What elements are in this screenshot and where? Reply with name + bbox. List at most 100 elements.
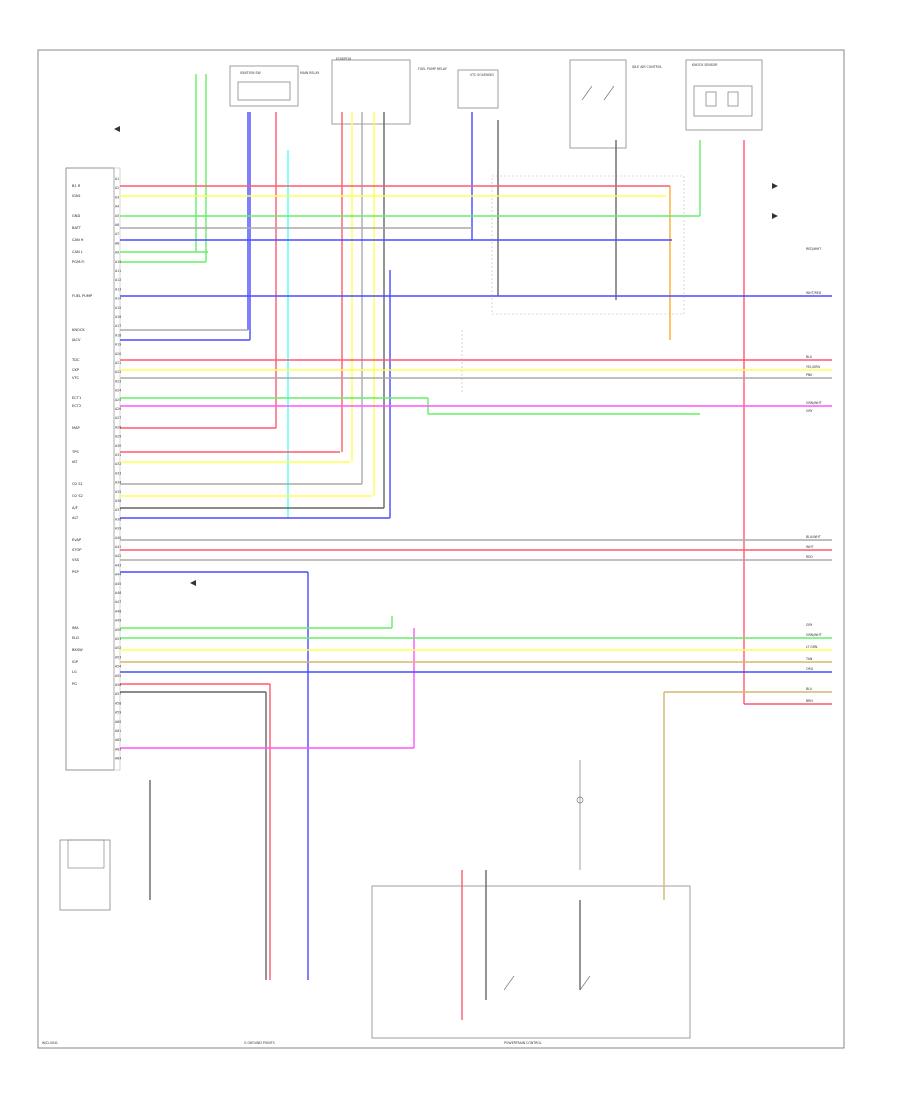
switch-1 <box>581 85 593 101</box>
pin-26: A27 <box>115 416 121 420</box>
right-label-5: GRY <box>806 409 812 413</box>
pin-55: A56 <box>115 683 121 687</box>
pin-32: A33 <box>115 471 121 475</box>
pin-25: A26 <box>115 407 121 411</box>
footer-id: W/D-0041 <box>42 1041 58 1045</box>
pin-46: A47 <box>115 600 121 604</box>
pin-13: A14 <box>115 297 121 301</box>
pcm-label-24: VSS <box>72 558 80 562</box>
pcm-label-16: TPS <box>71 450 79 454</box>
pin-58: A59 <box>115 711 121 715</box>
right-label-14: BLU <box>806 687 813 691</box>
pin-49: A50 <box>115 628 121 632</box>
pcm-label-26: IMA <box>72 626 79 630</box>
arrow-1 <box>772 183 778 189</box>
pin-62: A63 <box>115 747 121 751</box>
pcm-label-18: O2 S1 <box>72 482 83 486</box>
pin-35: A36 <box>115 499 121 503</box>
pcm-label-20: A/F <box>72 506 78 510</box>
top-components <box>229 59 763 149</box>
pin-24: A25 <box>115 398 121 402</box>
right-label-3: PNK <box>806 373 813 377</box>
pin-36: A37 <box>115 508 121 512</box>
switch-4 <box>579 975 591 991</box>
pcm-label-15: MAP <box>72 426 81 430</box>
pcm-label-1: IGN1 <box>72 194 81 198</box>
right-label-13: ORG <box>806 667 814 671</box>
pin-numbers: A1A2A3A4A5A6A7A8A9A10A11A12A13A14A15A16A… <box>115 177 121 761</box>
pcm-label-3: BATT <box>72 226 82 230</box>
pin-29: A30 <box>115 444 121 448</box>
pin-20: A21 <box>115 361 121 365</box>
right-label-9: GRY <box>806 623 812 627</box>
pin-61: A62 <box>115 738 121 742</box>
right-label-16: RED/WHT <box>806 247 821 251</box>
right-label-4: GRN/WHT <box>806 401 822 405</box>
right-label-10: GRN/WHT <box>806 633 822 637</box>
pcm-label-30: LG <box>72 670 77 674</box>
coil-symbol-2 <box>727 91 739 107</box>
pin-44: A45 <box>115 582 121 586</box>
pcm-label-23: STOP <box>72 548 82 552</box>
pin-2: A3 <box>115 195 119 199</box>
pcm-label-13: ECT1 <box>72 396 81 400</box>
right-label-15: BRN <box>806 699 813 703</box>
pcm-label-6: PGM-FI <box>72 260 84 264</box>
arrow-2 <box>772 213 778 219</box>
arrow-3 <box>114 126 120 132</box>
sub-relay-box <box>59 839 111 911</box>
pcm-label-22: EVAP <box>72 538 82 542</box>
pin-15: A16 <box>115 315 121 319</box>
pin-12: A13 <box>115 287 121 291</box>
pcm-label-7: FUEL PUMP <box>72 294 93 298</box>
pcm-label-11: CKP <box>72 368 80 372</box>
pin-19: A20 <box>115 352 121 356</box>
switch-3 <box>503 975 515 991</box>
pin-33: A34 <box>115 481 121 485</box>
pcm-label-2: GND <box>72 214 80 218</box>
right-label-12: TAN <box>805 657 813 661</box>
fuel-pump-relay-box <box>457 69 499 109</box>
pin-18: A19 <box>115 343 121 347</box>
pcm-label-14: ECT2 <box>72 404 81 408</box>
pin-54: A55 <box>115 674 121 678</box>
pin-34: A35 <box>115 490 121 494</box>
pin-6: A7 <box>115 232 119 236</box>
right-label-11: LT GRN <box>806 645 818 649</box>
top-label-5: IDLE AIR CONTROL <box>632 65 662 69</box>
pin-60: A61 <box>115 729 121 733</box>
pin-0: A1 <box>115 177 119 181</box>
arrow-markers <box>114 126 778 586</box>
pcm-label-27: ELD <box>72 636 79 640</box>
pcm-label-31: PG <box>72 682 77 686</box>
pcm-label-29: IGP <box>72 660 79 664</box>
pin-5: A6 <box>115 223 119 227</box>
pin-59: A60 <box>115 720 121 724</box>
pin-28: A29 <box>115 435 121 439</box>
pin-51: A52 <box>115 646 121 650</box>
pin-52: A53 <box>115 655 121 659</box>
main-relay-inner <box>237 81 291 101</box>
vtc-solenoid-box <box>569 59 627 149</box>
arrow-4 <box>190 580 196 586</box>
pin-9: A10 <box>115 260 121 264</box>
pin-38: A39 <box>115 527 121 531</box>
powertrain-module-box <box>371 885 691 1039</box>
pcm-label-4: CAN H <box>72 238 84 242</box>
pin-42: A43 <box>115 563 121 567</box>
pin-31: A32 <box>115 462 121 466</box>
pin-45: A46 <box>115 591 121 595</box>
pin-53: A54 <box>115 665 121 669</box>
pin-4: A5 <box>115 214 119 218</box>
dashed-region-1 <box>491 175 685 315</box>
pin-47: A48 <box>115 609 121 613</box>
pin-10: A11 <box>115 269 121 273</box>
pin-41: A42 <box>115 554 121 558</box>
knock-sensor-box <box>685 59 763 131</box>
pin-39: A40 <box>115 536 121 540</box>
pcm-label-8: KNOCK <box>72 328 85 332</box>
top-label-0: IGNITION SW <box>240 71 262 75</box>
pin-11: A12 <box>115 278 121 282</box>
ground-bottom-label: G GROUND POINTS <box>244 1041 275 1045</box>
